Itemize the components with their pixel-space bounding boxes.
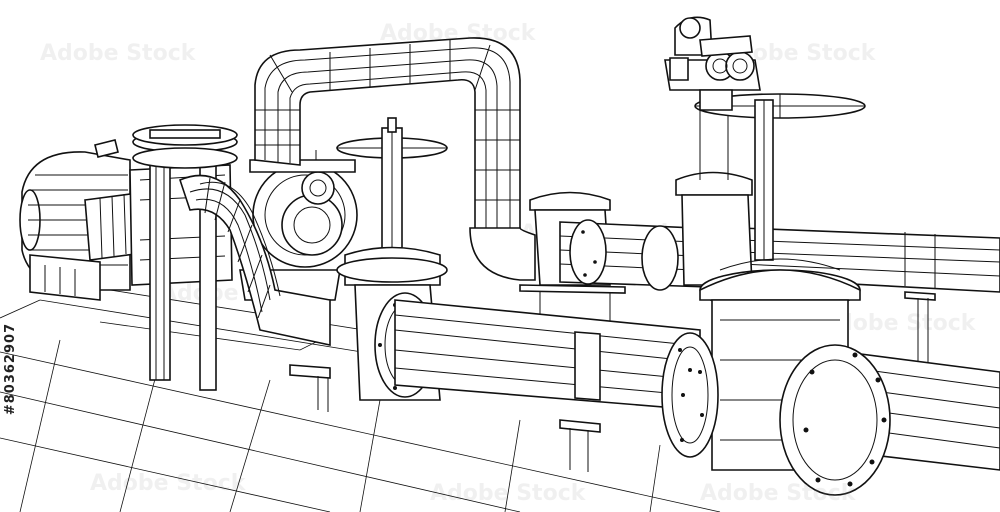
overhead-u-pipe xyxy=(254,37,536,281)
svg-text:Adobe Stock: Adobe Stock xyxy=(40,41,197,66)
gate-valve-elevated xyxy=(519,110,753,332)
actuated-valve xyxy=(664,16,866,261)
svg-text:Adobe Stock: Adobe Stock xyxy=(90,471,247,496)
pump-casing xyxy=(239,150,358,301)
foreground-right-flange xyxy=(779,344,1000,496)
main-pipe xyxy=(289,299,701,472)
svg-text:Adobe Stock: Adobe Stock xyxy=(700,481,857,506)
stock-id-label: #80362907 xyxy=(3,322,18,416)
stock-logo: Adobe Stock xyxy=(700,481,857,506)
suction-elbow-pipe xyxy=(179,174,331,346)
